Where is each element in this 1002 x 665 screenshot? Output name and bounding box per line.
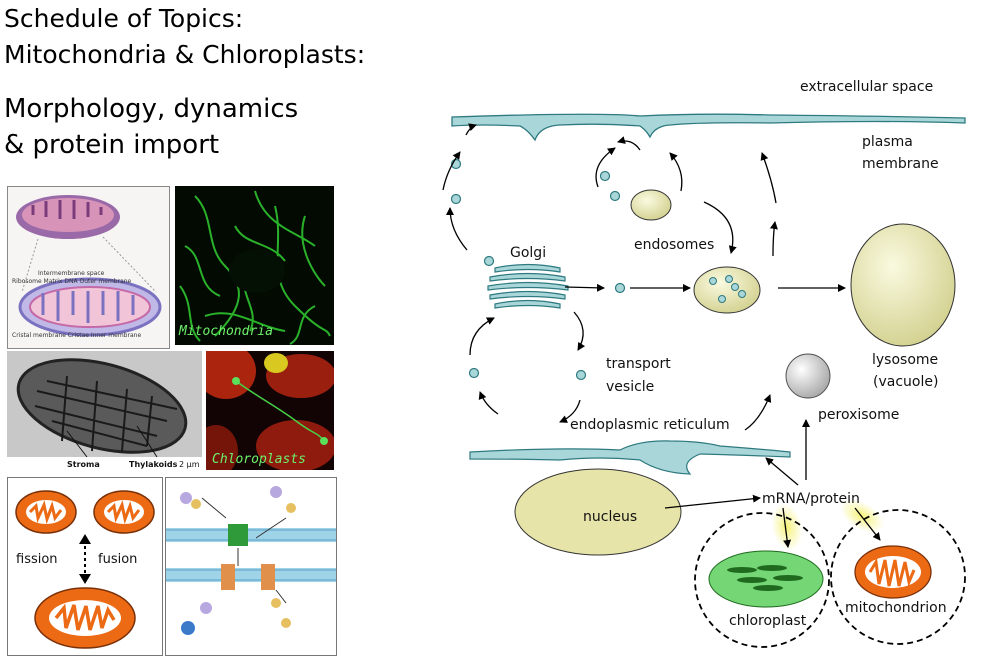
nucleus-label: nucleus: [583, 509, 637, 525]
lysosome-label: lysosome: [872, 352, 938, 368]
mitochondrion-cutaway-illustration: Intermembrane space Ribosome Matrix DNA …: [7, 186, 170, 349]
protein-import-figure: [165, 477, 337, 656]
mrna-protein-label: mRNA/protein: [762, 491, 860, 507]
golgi-apparatus: [487, 263, 569, 309]
plasma-membrane: [451, 113, 966, 142]
chloroplast: [694, 512, 830, 648]
title-line-3: Morphology, dynamics: [4, 94, 299, 124]
plasma-membrane-label-1: plasma: [862, 134, 913, 150]
lysosome: [850, 223, 956, 347]
chloroplast-label: chloroplast: [729, 613, 807, 629]
mitochondrion: [830, 509, 966, 645]
svg-text:Cristal membrane Cristae Inn: Cristal membrane Cristae Inner membrane: [12, 332, 141, 339]
transport-vesicle-label-2: vesicle: [606, 379, 654, 395]
title-line-1: Schedule of Topics:: [4, 4, 244, 33]
golgi-label: Golgi: [510, 245, 546, 261]
thylakoids-label: Thylakoids: [129, 460, 178, 469]
mitochondria-caption: Mitochondria: [179, 324, 273, 339]
peroxisome-label: peroxisome: [818, 407, 899, 423]
svg-text:Ribosome Matrix DNA Outer m: Ribosome Matrix DNA Outer membrane: [12, 278, 132, 285]
transport-vesicle-label-1: transport: [606, 356, 671, 372]
scale-bar-label: 2 µm: [179, 460, 200, 469]
mitochondrion-label: mitochondrion: [845, 600, 947, 616]
er-label: endoplasmic reticulum: [570, 417, 730, 433]
peroxisome: [785, 353, 831, 399]
extracellular-space-label: extracellular space: [800, 79, 933, 95]
fusion-label: fusion: [98, 552, 138, 567]
endoplasmic-reticulum: [469, 440, 791, 475]
small-mitochondrion-left: [15, 490, 77, 534]
nucleus: [514, 468, 682, 556]
mitochondrial-dynamics-panel: fission fusion: [7, 477, 163, 656]
chloroplasts-caption: Chloroplasts: [212, 452, 306, 467]
large-mitochondrion: [34, 587, 136, 649]
plasma-membrane-label-2: membrane: [862, 156, 939, 172]
stroma-label: Stroma: [67, 460, 100, 469]
mitochondria-fluorescence-micrograph: Mitochondria: [175, 186, 334, 345]
trafficking-arrows: [442, 123, 881, 548]
title-line-4: & protein import: [4, 130, 220, 160]
vacuole-label: (vacuole): [873, 374, 938, 390]
chloroplast-electron-micrograph: Stroma Thylakoids 2 µm: [7, 351, 202, 470]
endosomes-label: endosomes: [634, 237, 714, 253]
small-mitochondrion-right: [93, 490, 155, 534]
svg-text:Intermembrane space: Intermembrane space: [38, 270, 105, 277]
early-endosome: [630, 189, 672, 221]
title-line-2: Mitochondria & Chloroplasts:: [4, 40, 366, 69]
fission-label: fission: [16, 552, 58, 567]
chloroplast-fluorescence-micrograph: Chloroplasts: [206, 351, 334, 470]
late-endosome: [693, 266, 761, 314]
